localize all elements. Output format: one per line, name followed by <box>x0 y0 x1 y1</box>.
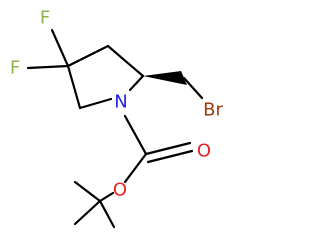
bond-cq-methyl-left <box>73 199 102 226</box>
molecule-structure-diagram: F F N Br O O <box>10 8 223 229</box>
bond-carbonyl-ester-o <box>123 152 148 184</box>
bond-carbonyl-o-double-2 <box>146 149 194 164</box>
bromine-label: Br <box>203 100 223 121</box>
wedge-bond-c2-ch2 <box>143 71 187 85</box>
bond-c4-f-left <box>26 64 70 70</box>
nitrogen-label: N <box>114 92 127 113</box>
ester-oxygen-label: O <box>113 180 127 201</box>
bond-c4-f-top <box>50 28 70 68</box>
bond-carbonyl-o-double-1 <box>144 141 192 156</box>
bond-cq-methyl-right <box>98 199 116 229</box>
bond-cq-methyl-top <box>73 180 102 203</box>
fluorine-left-label: F <box>10 58 20 79</box>
bond-ch2-br <box>182 76 204 100</box>
carbonyl-oxygen-label: O <box>197 141 211 162</box>
bond-n-carbonyl <box>123 114 148 156</box>
bond-c4-c3 <box>66 44 110 68</box>
bond-c5-n <box>78 97 113 110</box>
bond-n-c2 <box>128 74 145 92</box>
bond-c3-c2 <box>106 44 145 78</box>
bond-ester-o-cq <box>98 191 115 203</box>
fluorine-top-label: F <box>40 8 50 29</box>
bond-c4-c5 <box>66 64 82 110</box>
